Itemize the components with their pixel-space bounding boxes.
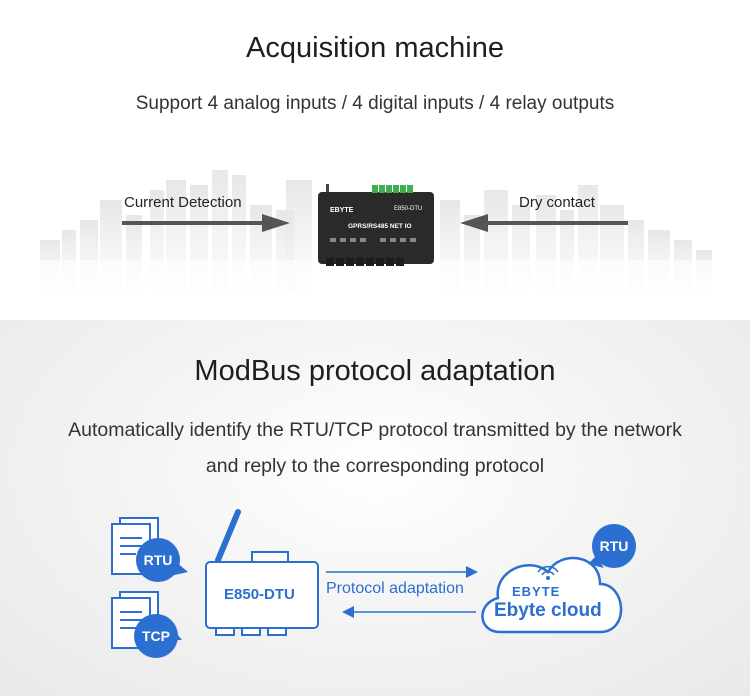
current-detection-label: Current Detection bbox=[124, 194, 242, 211]
cloud-icon bbox=[481, 556, 623, 634]
svg-text:GPRS/RS485 NET IO: GPRS/RS485 NET IO bbox=[348, 223, 412, 230]
city-skyline-background bbox=[0, 170, 750, 290]
wifi-icon bbox=[537, 565, 559, 580]
section-subtitle-acquisition: Support 4 analog inputs / 4 digital inpu… bbox=[135, 93, 615, 114]
dtu-model-label: E850-DTU bbox=[224, 586, 295, 603]
protocol-adaptation-label: Protocol adaptation bbox=[326, 580, 464, 597]
svg-text:E850-DTU: E850-DTU bbox=[394, 206, 422, 212]
subtitle-line-1: Automatically identify the RTU/TCP proto… bbox=[68, 419, 682, 441]
ebyte-cloud-label: Ebyte cloud bbox=[494, 600, 602, 621]
tcp-badge: TCP bbox=[134, 614, 178, 658]
dry-contact-label: Dry contact bbox=[519, 194, 595, 211]
cloud-brand-label: EBYTE bbox=[512, 584, 561, 599]
protocol-arrows bbox=[326, 566, 478, 618]
section-subtitle-modbus: Automatically identify the RTU/TCP proto… bbox=[0, 412, 750, 484]
dtu-device-icon bbox=[205, 509, 319, 636]
section-title-acquisition: Acquisition machine bbox=[246, 32, 504, 64]
rtu-badge: RTU bbox=[136, 538, 180, 582]
dtu-device-image: EBYTE E850-DTU GPRS/RS485 NET IO bbox=[318, 184, 434, 266]
cloud-rtu-badge: RTU bbox=[592, 524, 636, 568]
arrow-left-icon bbox=[460, 214, 628, 232]
arrow-right-icon bbox=[122, 214, 290, 232]
subtitle-line-2: and reply to the corresponding protocol bbox=[205, 455, 545, 477]
section-title-modbus: ModBus protocol adaptation bbox=[194, 355, 556, 387]
svg-text:EBYTE: EBYTE bbox=[330, 207, 354, 214]
